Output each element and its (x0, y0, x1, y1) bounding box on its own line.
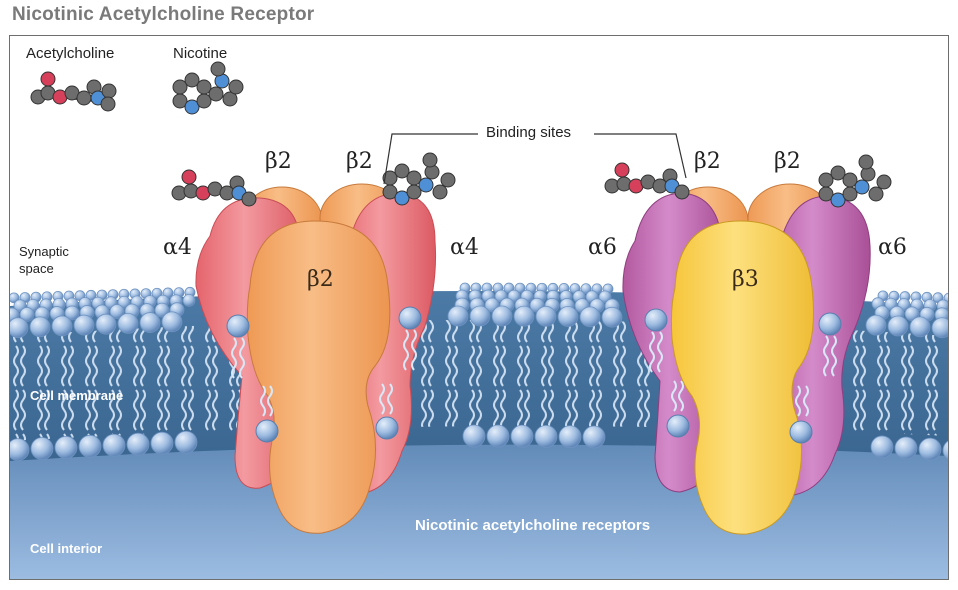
acetylcholine-molecule-icon (30, 71, 117, 112)
lipid-head (870, 435, 894, 459)
label-beta2-back-left: β2 (265, 149, 292, 174)
nicotine-molecule-icon (172, 61, 244, 115)
acetylcholine-legend-label: Acetylcholine (26, 45, 115, 62)
acetylcholine-bound-left-icon (171, 169, 257, 207)
nicotine-legend-label: Nicotine (173, 45, 228, 62)
binding-sites-line-right (594, 133, 687, 179)
lipid-head (102, 433, 126, 457)
lipid-head (469, 305, 491, 327)
lipid-head (10, 438, 30, 462)
lipid-head (64, 305, 80, 321)
receptor-alpha6-beta3 (622, 183, 871, 535)
lipid-head (931, 317, 948, 339)
lipid-head (894, 436, 918, 460)
synaptic-space-label: Synaptic space (19, 244, 69, 276)
lipid-heads-lower (10, 424, 948, 462)
lipid-front-right (644, 308, 842, 444)
lipid-head (486, 424, 510, 448)
label-alpha4-right: α4 (450, 235, 479, 260)
lipid-head (150, 431, 174, 455)
lipid-head (161, 311, 183, 333)
acetylcholine-bound-right-icon (604, 162, 690, 200)
lipid-head (139, 312, 161, 333)
lipid-head (10, 317, 29, 339)
lipid-head (174, 430, 198, 454)
lipid-head (51, 315, 73, 337)
lipid-head (942, 440, 948, 460)
lipid-head (601, 306, 623, 328)
lipid-head (558, 425, 582, 449)
lipid-head (582, 425, 606, 449)
lipid-head (78, 434, 102, 458)
label-alpha6-right: α6 (878, 235, 907, 260)
label-beta3-front: β3 (732, 267, 759, 292)
lipid-head (462, 424, 486, 448)
lipid-head (918, 437, 942, 461)
label-beta2-back-right-r: β2 (774, 149, 801, 174)
lipid-head (29, 316, 51, 338)
lipid-head (535, 305, 557, 327)
lipid-head (117, 312, 139, 334)
lipid-head (514, 282, 526, 294)
lipid-head (54, 435, 78, 459)
cell-membrane-label: Cell membrane (30, 388, 124, 403)
lipid-heads-upper (10, 305, 948, 339)
lipid-head (865, 314, 887, 336)
lipid-head (580, 283, 592, 295)
lipid-head (19, 307, 35, 322)
receptor-alpha4-beta2 (195, 183, 437, 534)
receptor-illustration (10, 61, 948, 579)
nicotine-bound-left-icon (382, 152, 456, 206)
lipid-head (513, 305, 535, 327)
subunit-beta2-front (246, 220, 391, 534)
lipid-head (154, 302, 170, 318)
lipid-head (95, 313, 117, 335)
subunit-beta3-front (670, 220, 814, 535)
binding-sites-line-left (383, 133, 478, 185)
lipid-head (909, 316, 931, 338)
label-alpha6-left: α6 (588, 235, 617, 260)
lipid-head (557, 306, 579, 327)
diagram-panel: Acetylcholine Nicotine Binding sites Syn… (9, 35, 949, 580)
label-beta2-back-left-r: β2 (694, 149, 721, 174)
lipid-head (109, 304, 125, 319)
lipid-head (579, 306, 601, 328)
lipid-head (126, 432, 150, 456)
lipid-head (182, 293, 196, 307)
label-beta2-back-right: β2 (346, 149, 373, 174)
lipid-head (447, 305, 469, 327)
figure-title: Nicotinic Acetylcholine Receptor (12, 4, 315, 25)
lipid-head (887, 315, 909, 337)
receptors-label: Nicotinic acetylcholine receptors (415, 517, 651, 534)
cell-interior-label: Cell interior (30, 541, 103, 556)
lipid-head (30, 437, 54, 460)
label-alpha4-left: α4 (163, 235, 192, 260)
binding-sites-label: Binding sites (482, 124, 576, 141)
lipid-head (85, 289, 97, 301)
label-beta2-front: β2 (307, 267, 334, 292)
lipid-head (491, 305, 513, 327)
lipid-head (534, 424, 558, 448)
lipid-head (73, 314, 95, 336)
lipid-head (510, 424, 534, 448)
nicotine-bound-right-icon (818, 154, 892, 208)
lipid-front-left (226, 306, 422, 443)
